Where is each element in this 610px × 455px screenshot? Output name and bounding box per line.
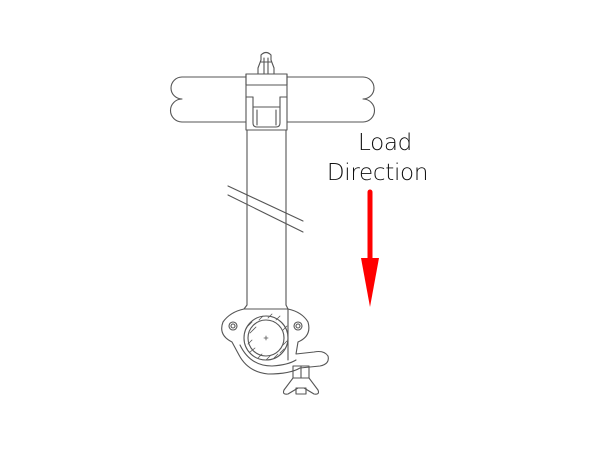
load-direction-arrow-icon bbox=[361, 189, 379, 307]
direction-label: Direction bbox=[326, 160, 429, 186]
wing-nut bbox=[282, 365, 320, 395]
top-coupler bbox=[245, 73, 288, 131]
half-coupler-clamp bbox=[221, 304, 329, 375]
top-bolt bbox=[257, 51, 275, 75]
vertical-tube bbox=[246, 129, 287, 306]
load-label: Load bbox=[358, 130, 412, 156]
diagonal-brace bbox=[227, 185, 304, 233]
horizontal-truss-chord bbox=[170, 76, 375, 123]
